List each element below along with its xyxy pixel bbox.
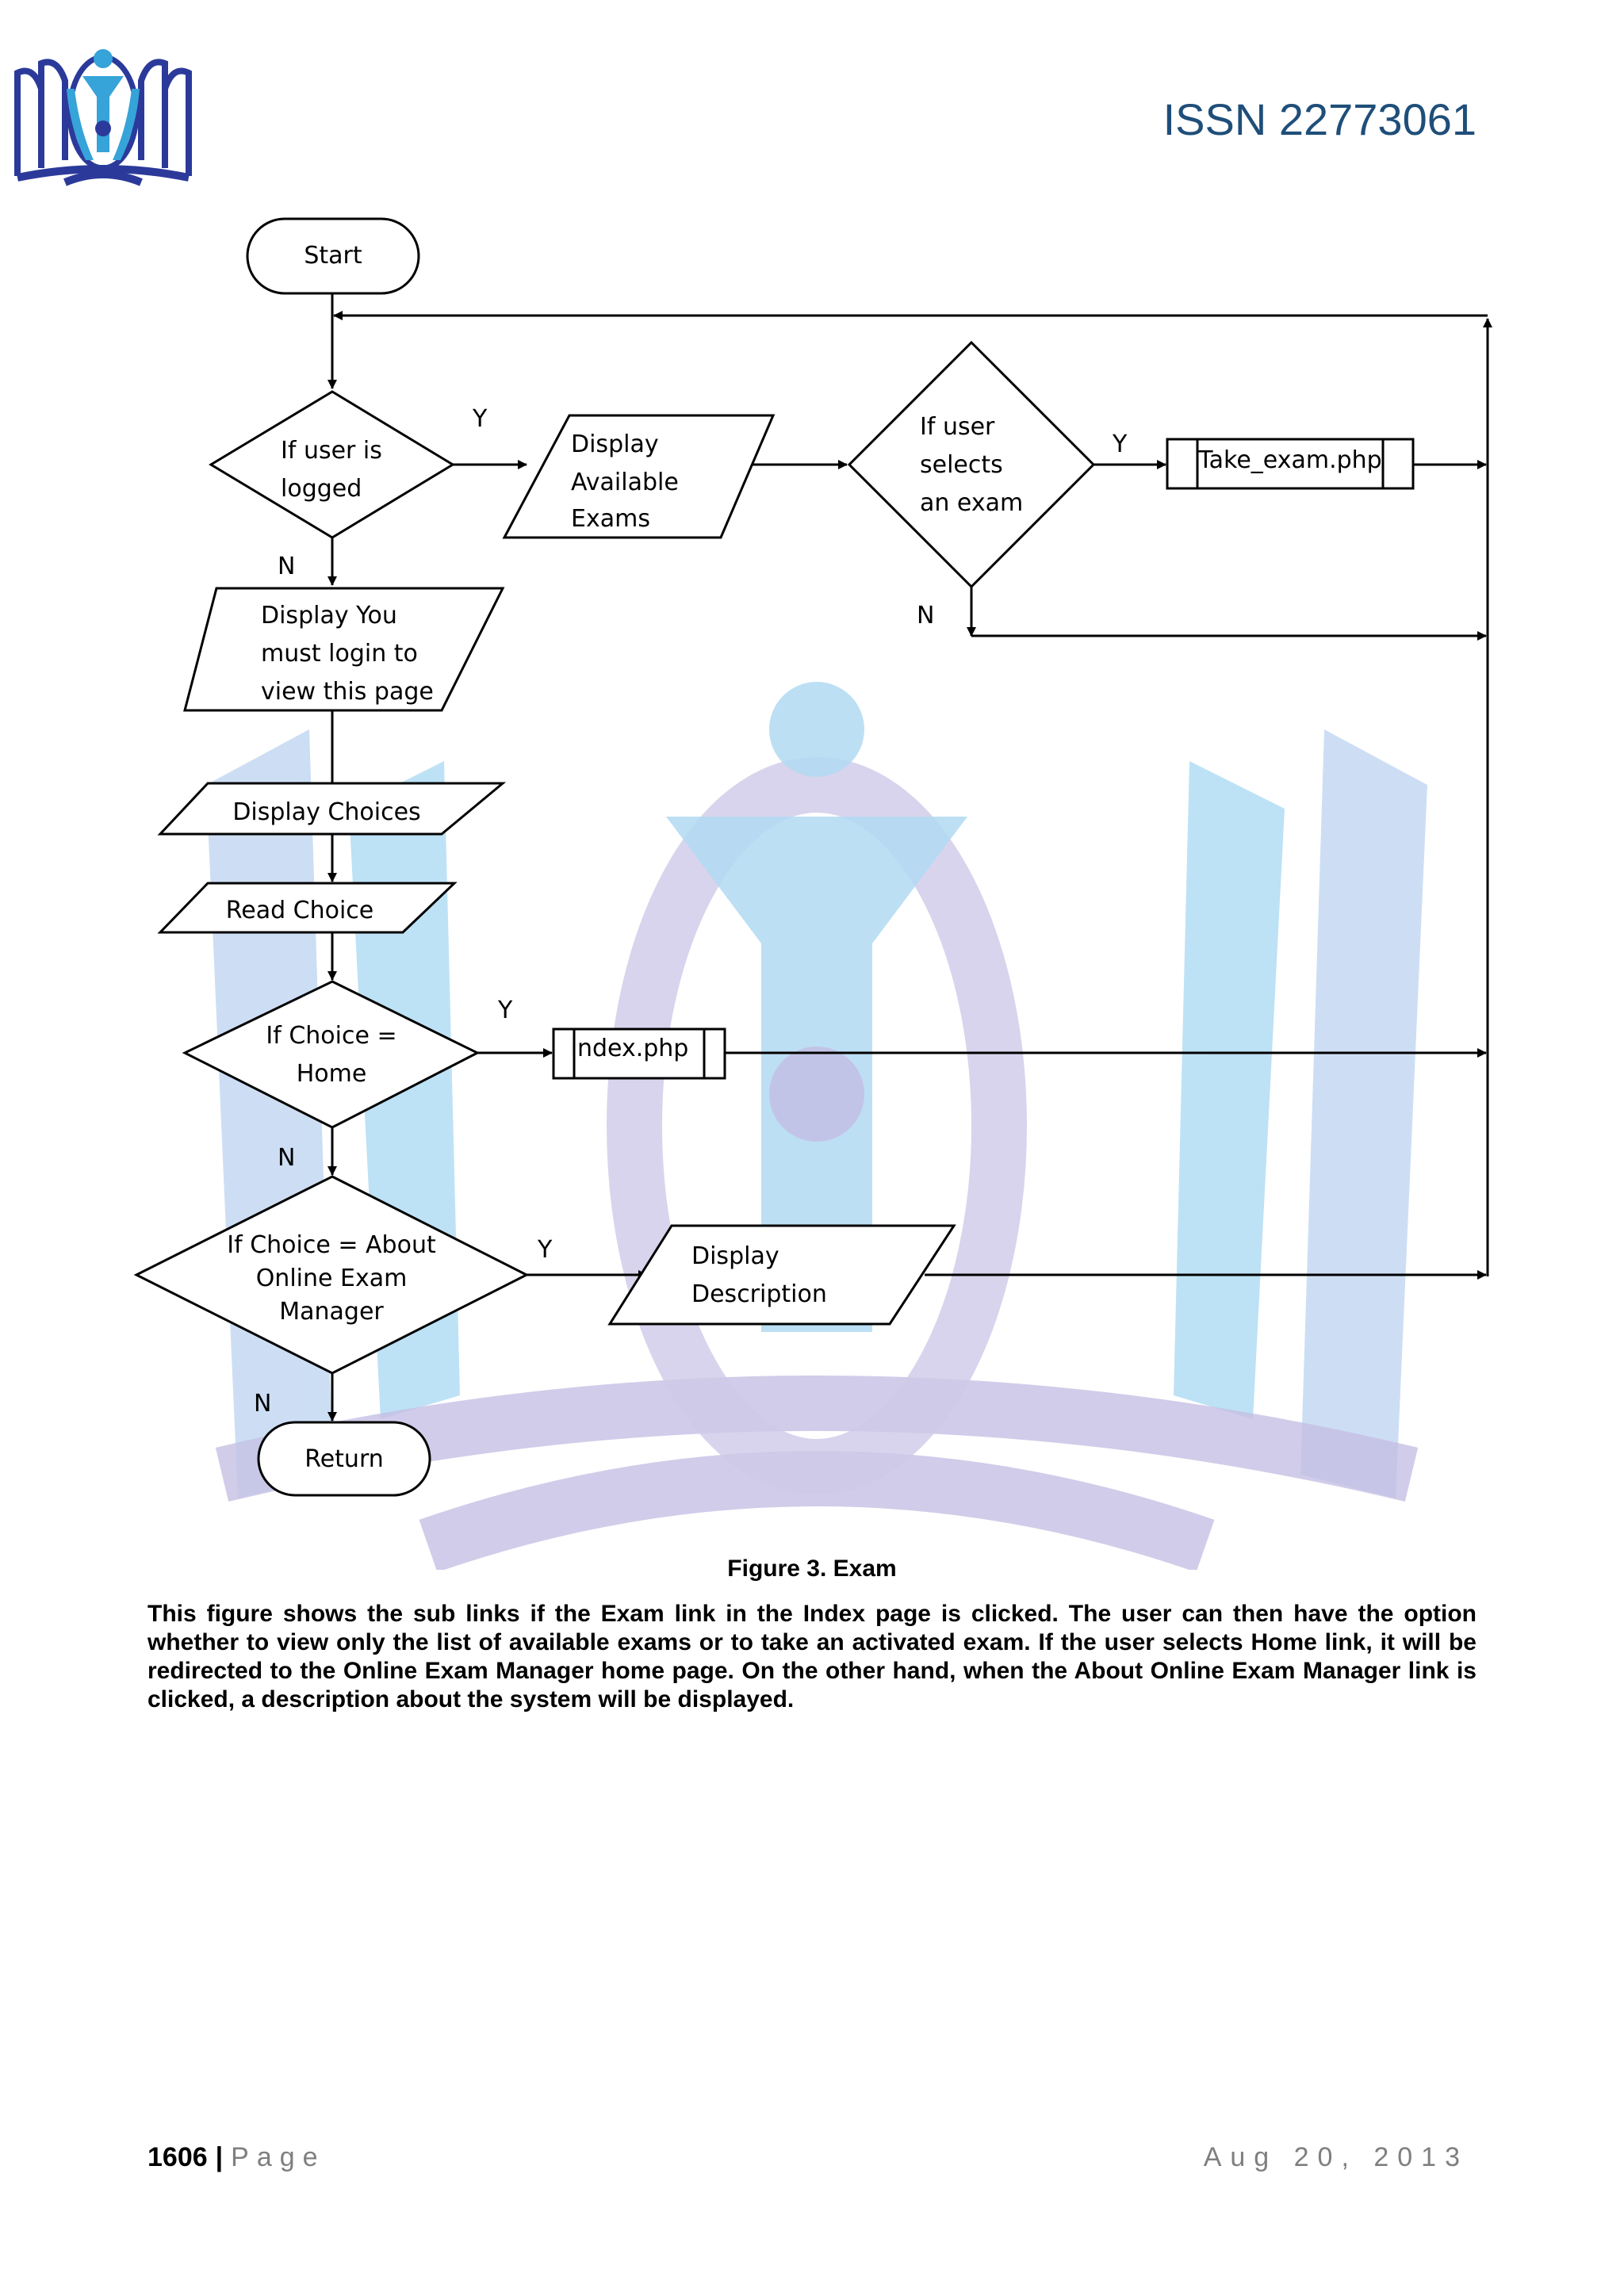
selects-label-1: If user <box>920 413 995 441</box>
branch-y-selects: Y <box>1112 430 1128 458</box>
logged-label-1: If user is <box>281 437 382 465</box>
logged-label-2: logged <box>281 475 362 503</box>
login-label-1: Display You <box>261 602 397 629</box>
figure-description: This figure shows the sub links if the E… <box>147 1601 1477 1712</box>
page-number: 1606 <box>147 2142 208 2172</box>
branch-y-about: Y <box>537 1236 553 1264</box>
selects-label-2: selects <box>920 451 1003 479</box>
start-label: Start <box>304 242 362 270</box>
choices-label: Display Choices <box>232 798 420 826</box>
figure-caption: Figure 3. Exam <box>727 1556 897 1582</box>
index-label: index.php <box>571 1035 689 1062</box>
return-label: Return <box>304 1445 384 1473</box>
exams-label-1: Display <box>571 430 659 458</box>
login-message-io <box>183 587 505 712</box>
read-choice-label: Read Choice <box>226 897 374 924</box>
home-label-2: Home <box>297 1060 367 1088</box>
footer-date: Aug 20, 2013 <box>1203 2142 1469 2172</box>
branch-y-home: Y <box>497 997 513 1024</box>
home-decision <box>182 980 481 1129</box>
description-label-2: Description <box>691 1280 827 1308</box>
branch-n-home: N <box>278 1144 295 1172</box>
branch-y-logged: Y <box>472 405 488 433</box>
home-label-1: If Choice = <box>266 1022 396 1050</box>
exam-flowchart: Start If user is logged Display Availabl… <box>133 217 1492 1497</box>
exams-label-2: Available <box>571 469 679 496</box>
logged-decision <box>209 390 455 539</box>
exams-label-3: Exams <box>571 505 650 533</box>
selects-label-3: an exam <box>920 489 1023 517</box>
description-label-1: Display <box>691 1242 779 1270</box>
issn-number: ISSN 22773061 <box>1162 94 1477 144</box>
page-footer-number: 1606|Page <box>147 2142 326 2173</box>
page-word: Page <box>231 2142 326 2172</box>
start-terminal <box>246 217 420 295</box>
about-label-2: Online Exam <box>256 1265 408 1292</box>
about-label-1: If Choice = About <box>227 1231 436 1259</box>
branch-n-selects: N <box>917 602 934 629</box>
index-process <box>552 1027 726 1080</box>
branch-n-about: N <box>254 1390 271 1418</box>
return-terminal <box>257 1421 431 1497</box>
take-exam-label: Take_exam.php <box>1197 446 1381 474</box>
journal-logo <box>14 49 192 186</box>
login-label-2: must login to <box>261 640 418 668</box>
display-choices-io <box>157 782 507 836</box>
description-io <box>607 1224 956 1326</box>
available-exams-io <box>502 414 776 539</box>
take-exam-process <box>1166 438 1415 490</box>
read-choice-io <box>157 882 458 934</box>
selects-exam-decision <box>847 340 1096 589</box>
branch-n-logged: N <box>278 553 295 580</box>
footer-separator: | <box>215 2142 224 2172</box>
about-decision <box>133 1175 530 1375</box>
about-label-3: Manager <box>279 1298 384 1326</box>
login-label-3: view this page <box>261 678 434 706</box>
